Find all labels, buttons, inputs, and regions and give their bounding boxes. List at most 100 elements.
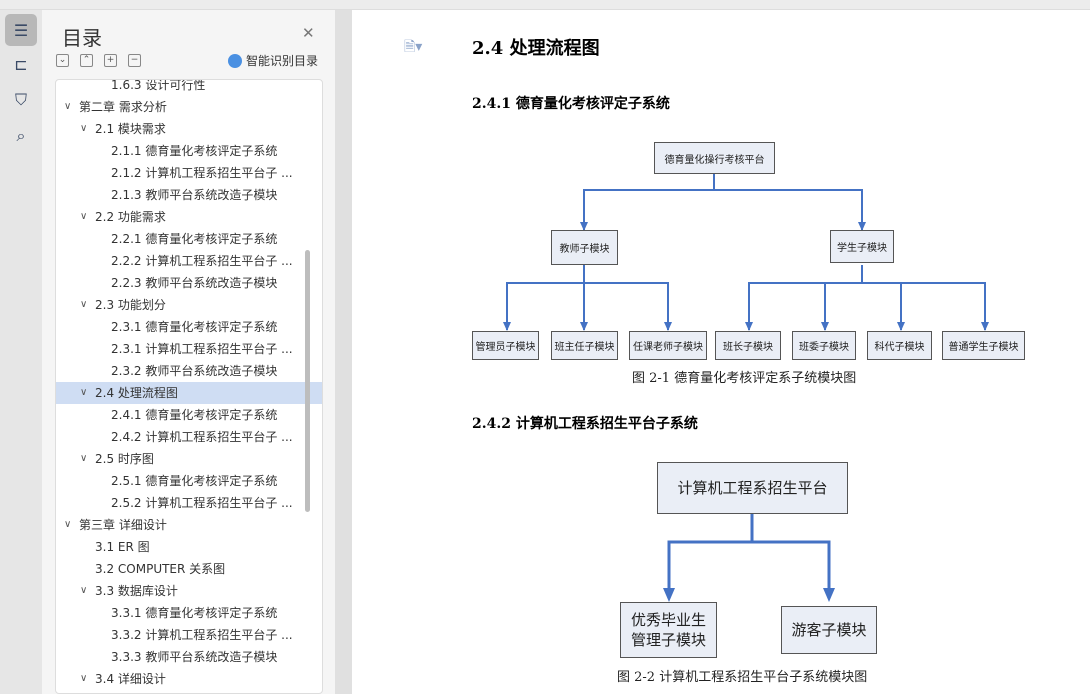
toc-item-label: 2.3.2 教师平台系统改造子模块 (111, 364, 278, 378)
chevron-down-icon[interactable]: ∨ (80, 211, 88, 222)
figure-caption-2: 图 2-2 计算机工程系招生平台子系统模块图 (617, 670, 868, 685)
chevron-down-icon[interactable]: ∨ (80, 299, 88, 310)
toc-tree: ∨ 3.4 详细设计 3.3.3 教师平台系统改造子模块 3.3.2 计算机工程系招生… (55, 79, 323, 694)
toc-item-label: 2.4.2 计算机工程系招生平台子 ... (111, 430, 293, 444)
toc-item-label: 2.3.1 计算机工程系招生平台子 ... (111, 342, 293, 356)
outline-icon[interactable]: ⊏ (14, 54, 28, 74)
smart-toc-button[interactable]: 智能识别目录 (228, 52, 318, 69)
toc-item-label: 3.3.2 计算机工程系招生平台子 ... (111, 628, 293, 642)
search-icon[interactable]: ⌕ (16, 126, 26, 145)
diagram-box-leaf: 任课老师子模块 (629, 331, 707, 360)
gutter (335, 10, 352, 694)
toc-item[interactable]: 3.3.2 计算机工程系招生平台子 ... (56, 624, 322, 646)
toc-item[interactable]: ∨ 第三章 详细设计 (56, 514, 322, 536)
diagram2-box-visitor: 游客子模块 (781, 606, 877, 654)
toc-item-label: 2.5.2 计算机工程系招生平台子 ... (111, 496, 293, 510)
toc-item[interactable]: 2.4.1 德育量化考核评定子系统 (56, 404, 322, 426)
left-rail: ☰ ⊏ ⛉ ⌕ (0, 10, 42, 694)
toc-item[interactable]: ∨ 3.3 数据库设计 (56, 580, 322, 602)
heading-2-4-2: 2.4.2 计算机工程系招生平台子系统 (472, 416, 698, 432)
toc-item-label: 2.1.3 教师平台系统改造子模块 (111, 188, 278, 202)
toc-item-label: 3.3.3 教师平台系统改造子模块 (111, 650, 278, 664)
scrollbar[interactable] (305, 250, 310, 512)
chevron-down-icon[interactable]: ∨ (80, 673, 88, 684)
toc-item[interactable]: 2.4.2 计算机工程系招生平台子 ... (56, 426, 322, 448)
toc-item-label: 2.2.3 教师平台系统改造子模块 (111, 276, 278, 290)
chevron-down-icon[interactable]: ∨ (80, 585, 88, 596)
diagram-box-teacher: 教师子模块 (551, 230, 618, 265)
toc-item[interactable]: 2.2.3 教师平台系统改造子模块 (56, 272, 322, 294)
toc-item[interactable]: 2.1.1 德育量化考核评定子系统 (56, 140, 322, 162)
toc-icon[interactable]: ☰ (5, 14, 37, 46)
close-icon[interactable]: ✕ (302, 24, 315, 42)
smart-icon (228, 53, 242, 68)
diagram-box-leaf: 普通学生子模块 (942, 331, 1025, 360)
toc-item-label: 3.1 ER 图 (95, 540, 150, 554)
bookmark-icon[interactable]: ⛉ (14, 90, 27, 109)
diagram-box-root: 德育量化操行考核平台 (654, 142, 775, 174)
diagram-box-leaf: 管理员子模块 (472, 331, 539, 360)
toc-item[interactable]: 2.1.3 教师平台系统改造子模块 (56, 184, 322, 206)
diagram-connectors (503, 173, 989, 602)
toc-item[interactable]: 2.5.1 德育量化考核评定子系统 (56, 470, 322, 492)
toc-item-label: 2.3.1 德育量化考核评定子系统 (111, 320, 278, 334)
toc-item[interactable]: 2.2.2 计算机工程系招生平台子 ... (56, 250, 322, 272)
toc-item[interactable]: ∨2.3 功能划分 (56, 294, 322, 316)
smart-label: 智能识别目录 (246, 54, 319, 68)
toc-item-label: 1.6.3 设计可行性 (111, 79, 206, 92)
toc-item[interactable]: ∨ 第二章 需求分析 (56, 96, 322, 118)
toc-item[interactable]: 1.6.3 设计可行性 (56, 79, 322, 96)
toc-item[interactable]: ∨ 2.5 时序图 (56, 448, 322, 470)
toc-item-label: 3.2 COMPUTER 关系图 (95, 562, 226, 576)
toc-item-label: 2.2 功能需求 (95, 210, 166, 224)
toc-item[interactable]: 3.2 COMPUTER 关系图 (56, 558, 322, 580)
toc-item-label: 2.1 模块需求 (95, 122, 166, 136)
toc-item[interactable]: 2.3.2 教师平台系统改造子模块 (56, 360, 322, 382)
collapse-icon[interactable]: ⌄ (56, 54, 69, 67)
toc-item-label: 2.5 时序图 (95, 452, 154, 466)
toc-item-label: 3.3.1 德育量化考核评定子系统 (111, 606, 278, 620)
panel-title: 目录 (62, 26, 102, 50)
toc-item[interactable]: 2.2.1 德育量化考核评定子系统 (56, 228, 322, 250)
toc-item-label: 3.3 数据库设计 (95, 584, 178, 598)
toc-item-label: 2.2.1 德育量化考核评定子系统 (111, 232, 278, 246)
toc-item[interactable]: 2.5.2 计算机工程系招生平台子 ... (56, 492, 322, 514)
diagram-box-leaf: 班长子模块 (715, 331, 781, 360)
toc-item[interactable]: ∨ 2.4 处理流程图 (56, 382, 322, 404)
toc-item[interactable]: 2.1.2 计算机工程系招生平台子 ... (56, 162, 322, 184)
document-icon[interactable]: 🗎▾ (404, 39, 423, 55)
toc-item-label: 2.1.1 德育量化考核评定子系统 (111, 144, 278, 158)
toc-item[interactable]: 2.3.1 计算机工程系招生平台子 ... (56, 338, 322, 360)
diagram2-box-root: 计算机工程系招生平台 (657, 462, 848, 514)
toc-item[interactable]: 3.1 ER 图 (56, 536, 322, 558)
chevron-down-icon[interactable]: ∨ (80, 123, 88, 134)
chevron-down-icon[interactable]: ∨ (64, 101, 72, 112)
chevron-down-icon[interactable]: ∨ (80, 387, 88, 398)
toc-item-label: 2.5.1 德育量化考核评定子系统 (111, 474, 278, 488)
document-page: 🗎▾ 2.4 处理流程图 2.4.1 德育量化考核评定子系统 2.4.2 计算机… (352, 10, 1090, 694)
toc-item[interactable]: ∨ 2.2 功能需求 (56, 206, 322, 228)
top-strip (0, 0, 1090, 10)
toc-item[interactable]: 3.3.3 教师平台系统改造子模块 (56, 646, 322, 668)
toc-item-label: 2.1.2 计算机工程系招生平台子 ... (111, 166, 293, 180)
toc-item-label: 第三章 详细设计 (79, 518, 167, 532)
heading-2-4-1: 2.4.1 德育量化考核评定子系统 (472, 96, 670, 112)
toc-item[interactable]: ∨ 3.4 详细设计 (56, 668, 322, 690)
chevron-down-icon[interactable]: ∨ (80, 453, 88, 464)
minus-icon[interactable]: − (128, 54, 141, 67)
diagram2-box-graduate: 优秀毕业生 管理子模块 (620, 602, 717, 658)
plus-icon[interactable]: + (104, 54, 117, 67)
diagram-box-leaf: 科代子模块 (867, 331, 932, 360)
heading-2-4: 2.4 处理流程图 (472, 38, 600, 59)
figure-caption-1: 图 2-1 德育量化考核评定系子统模块图 (632, 371, 857, 386)
toc-item-label: 2.4.1 德育量化考核评定子系统 (111, 408, 278, 422)
toc-item-label: 3.4 详细设计 (95, 672, 166, 686)
toc-item-label: 2.4 处理流程图 (95, 386, 178, 400)
toc-item[interactable]: ∨ 2.1 模块需求 (56, 118, 322, 140)
chevron-down-icon[interactable]: ∨ (64, 519, 72, 530)
toc-item-label: 2.2.2 计算机工程系招生平台子 ... (111, 254, 293, 268)
toc-item[interactable]: 2.3.1 德育量化考核评定子系统 (56, 316, 322, 338)
toc-item[interactable]: 3.3.1 德育量化考核评定子系统 (56, 602, 322, 624)
expand-up-icon[interactable]: ⌃ (80, 54, 93, 67)
toc-item-label: 第二章 需求分析 (79, 100, 167, 114)
